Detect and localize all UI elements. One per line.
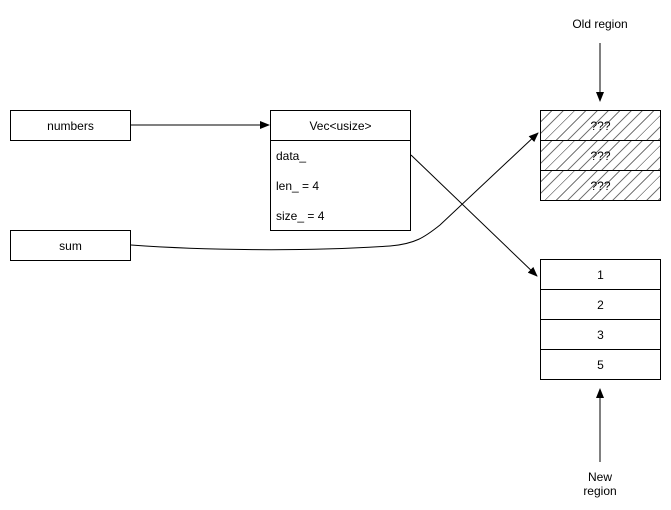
vec-field-size: size_ = 4 bbox=[276, 209, 325, 223]
arrow-sum-to-old-region bbox=[130, 132, 539, 251]
new-region-cell: 2 bbox=[540, 289, 661, 320]
sum-box: sum bbox=[10, 230, 131, 261]
numbers-label: numbers bbox=[47, 118, 94, 133]
old-region-cell: ??? bbox=[540, 170, 661, 201]
new-region-cell: 1 bbox=[540, 259, 661, 290]
new-region-cell: 5 bbox=[540, 349, 661, 380]
vec-field-data: data_ bbox=[276, 149, 307, 163]
numbers-box: numbers bbox=[10, 110, 131, 141]
new-region-cell: 3 bbox=[540, 319, 661, 350]
old-region-cell: ??? bbox=[540, 140, 661, 171]
vec-field-len: len_ = 4 bbox=[276, 179, 320, 193]
vec-title: Vec<usize> bbox=[309, 118, 372, 133]
old-region-label: Old region bbox=[572, 17, 628, 31]
arrow-data-to-new-region bbox=[410, 154, 538, 277]
old-region-cell: ??? bbox=[540, 110, 661, 141]
new-region-label: New region bbox=[583, 470, 617, 498]
vec-header: Vec<usize> bbox=[270, 110, 411, 141]
sum-label: sum bbox=[59, 238, 82, 253]
